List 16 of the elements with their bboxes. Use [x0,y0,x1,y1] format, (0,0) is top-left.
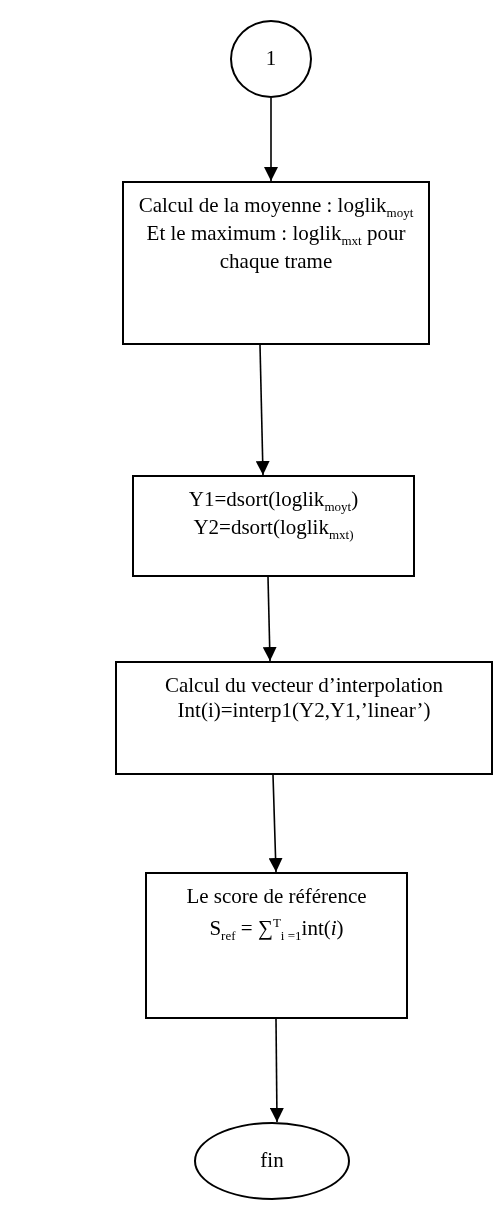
node-text: S$_{ref}$ = ∑$^{T}$$_{i =1}$int(i) [209,915,344,944]
process-box [132,475,415,577]
node-text: 1 [265,46,277,72]
node-text: Le score de référence [186,884,367,910]
arrow [269,1018,284,1123]
arrow [255,344,270,476]
process-box [122,181,430,345]
arrow [262,576,277,662]
node-text: Calcul du vecteur d’interpolation Int(i)=interp1(Y2,Y1,’linear’) [163,673,445,724]
arrow [264,97,278,182]
node-text: fin [260,1148,284,1174]
process-box [145,872,408,1019]
node-text: Calcul de la moyenne : loglik$_{moyt}$ Et le maximum : loglik$_{mxt}$ pour chaque trame [137,193,415,274]
process-box [115,661,493,775]
node-text: Y1=dsort(loglik$_{moyt}$) Y2=dsort(loglik$_{mxt)}$ [187,487,360,543]
arrow [268,774,283,873]
